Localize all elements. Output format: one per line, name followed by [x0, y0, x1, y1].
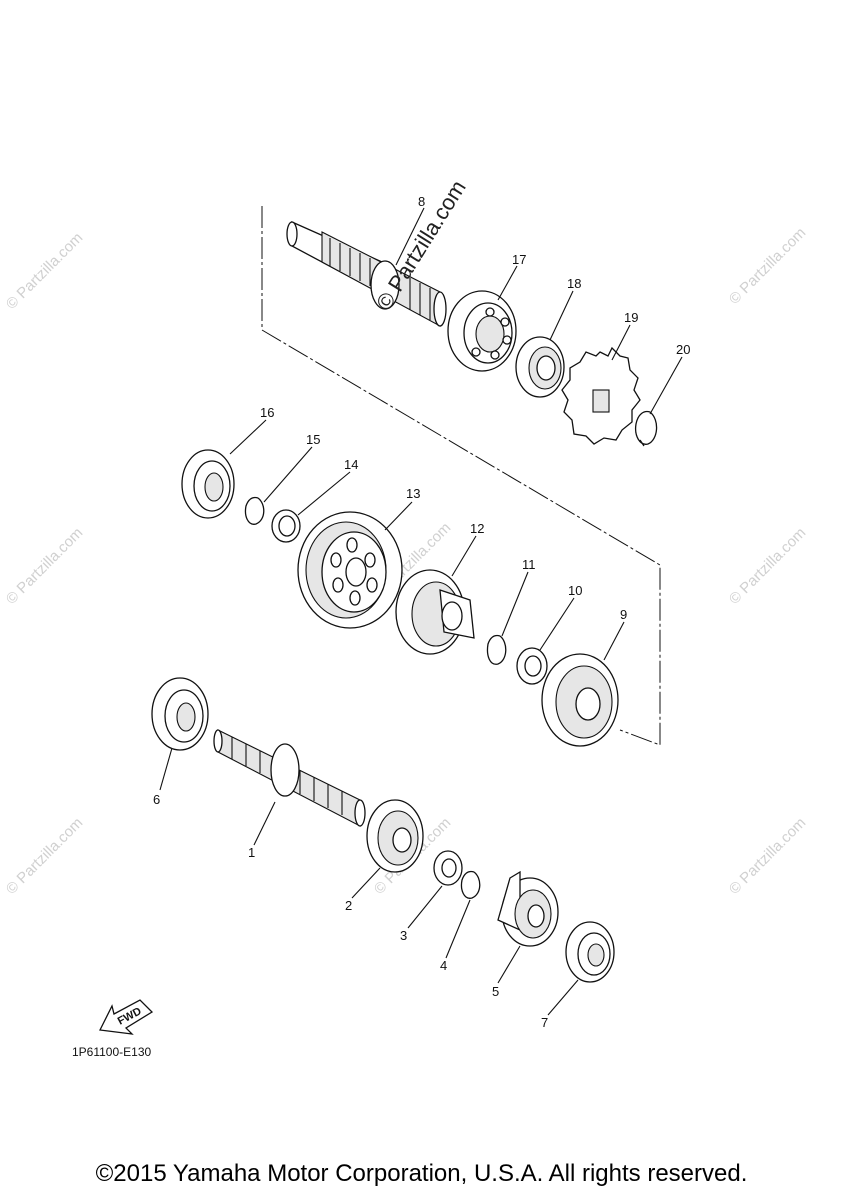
watermark: © Partzilla.com [726, 224, 809, 307]
assembly-frame [261, 206, 661, 746]
drive-axle-part-8 [286, 220, 447, 327]
callout-17: 17 [512, 252, 526, 267]
callout-12: 12 [470, 521, 484, 536]
callout-20: 20 [676, 342, 690, 357]
callout-5: 5 [492, 984, 499, 999]
callout-labels: 8 17 18 19 20 16 15 14 13 12 11 10 9 6 1… [153, 194, 690, 1030]
leader-lines [159, 207, 683, 1016]
washer-part-3 [433, 850, 463, 886]
gear-part-12 [395, 569, 475, 655]
callout-16: 16 [260, 405, 274, 420]
watermark: © Partzilla.com [726, 814, 809, 897]
bearing-part-17 [447, 290, 517, 372]
copyright-notice: ©2015 Yamaha Motor Corporation, U.S.A. A… [95, 1160, 748, 1187]
watermark: © Partzilla.com [3, 524, 86, 607]
oil-seal-part-18 [515, 336, 565, 398]
fwd-arrow-icon: FWD [99, 999, 154, 1035]
watermark: © Partzilla.com [3, 229, 86, 312]
callout-18: 18 [567, 276, 581, 291]
gear-part-2 [366, 799, 424, 873]
washer-part-14 [271, 509, 301, 543]
watermark: © Partzilla.com [726, 524, 809, 607]
callout-7: 7 [541, 1015, 548, 1030]
callout-19: 19 [624, 310, 638, 325]
circlip-part-4 [460, 870, 481, 899]
callout-3: 3 [400, 928, 407, 943]
callout-4: 4 [440, 958, 447, 973]
callout-9: 9 [620, 607, 627, 622]
bearing-part-7 [565, 921, 615, 983]
callout-15: 15 [306, 432, 320, 447]
sprocket-part-19 [561, 346, 641, 445]
circlip-part-20 [634, 410, 658, 447]
callout-14: 14 [344, 457, 358, 472]
callout-10: 10 [568, 583, 582, 598]
bearing-part-16 [181, 449, 235, 519]
callout-13: 13 [406, 486, 420, 501]
bearing-part-6 [151, 677, 209, 751]
washer-part-10 [516, 647, 548, 685]
circlip-part-11 [486, 634, 507, 665]
gear-part-9 [541, 653, 619, 747]
main-axle-part-1 [213, 729, 366, 827]
callout-1: 1 [248, 845, 255, 860]
diagram-part-code: 1P61100-E130 [72, 1045, 152, 1059]
callout-8: 8 [418, 194, 425, 209]
circlip-part-15 [244, 496, 265, 525]
watermark-group: © Partzilla.com © Partzilla.com © Partzi… [3, 224, 809, 897]
callout-6: 6 [153, 792, 160, 807]
gear-part-13 [297, 511, 403, 629]
gear-part-5 [497, 870, 559, 947]
callout-2: 2 [345, 898, 352, 913]
callout-11: 11 [522, 557, 536, 572]
watermark: © Partzilla.com [3, 814, 86, 897]
